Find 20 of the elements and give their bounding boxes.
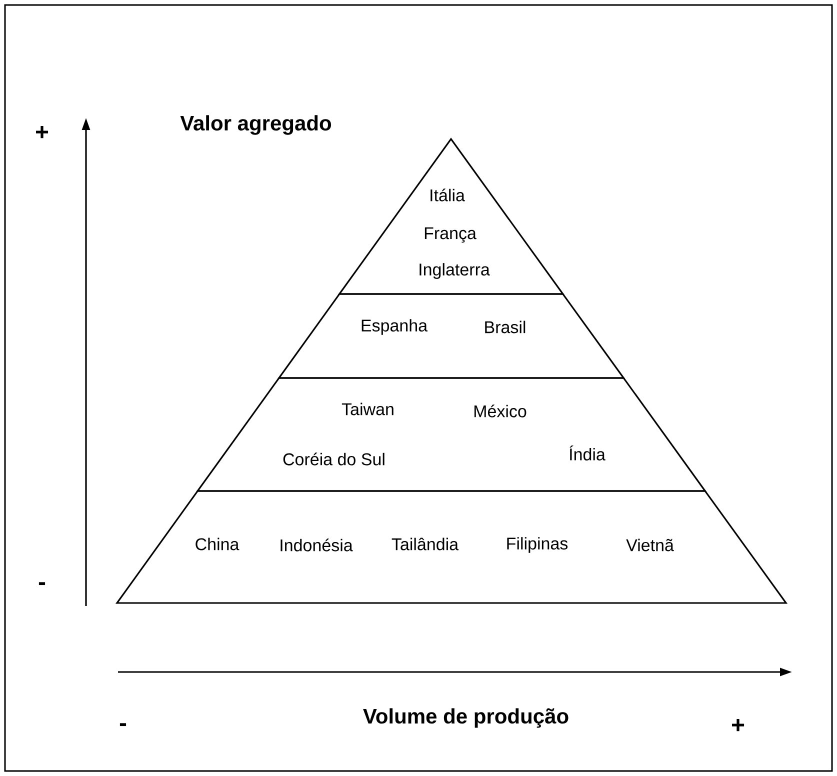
sign-label: - — [120, 723, 126, 726]
country-label: Itália — [430, 188, 465, 202]
country-label: Vietnã — [626, 538, 674, 552]
axis-label: Valor agregado — [180, 115, 332, 135]
country-label: Filipinas — [507, 537, 568, 553]
sign-label: + — [36, 126, 48, 138]
country-label: Índia — [570, 446, 606, 460]
sign-label: - — [38, 582, 46, 586]
country-label: Espanha — [362, 319, 428, 335]
country-label: França — [424, 227, 476, 243]
sign-label: + — [732, 718, 744, 732]
country-label: Coréia do Sul — [283, 452, 384, 466]
country-label: Inglaterra — [420, 263, 490, 279]
country-label: México — [474, 404, 526, 418]
country-label: Tailândia — [392, 538, 459, 550]
country-label: China — [196, 538, 240, 550]
country-label: Brasil — [485, 320, 526, 334]
axis-label: Volume de produção — [363, 708, 568, 728]
country-label: Indonésia — [280, 538, 353, 552]
country-label: Taiwan — [342, 402, 394, 416]
